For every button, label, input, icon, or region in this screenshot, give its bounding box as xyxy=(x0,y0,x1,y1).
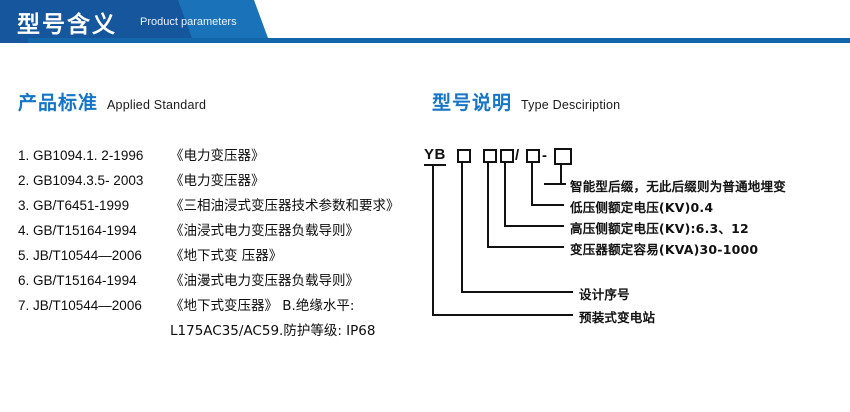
leader-hline-3 xyxy=(504,225,564,227)
banner-underline-rule xyxy=(0,38,850,43)
standard-name: 《电力变压器》 xyxy=(170,148,265,164)
symbol-box-1 xyxy=(457,149,471,163)
banner-dark-band xyxy=(0,0,192,38)
symbol-box-5 xyxy=(554,148,572,165)
type-description-heading-en: Type Desciription xyxy=(521,98,621,112)
leader-vline-1 xyxy=(560,163,562,185)
list-item: 1. GB1094.1. 2-1996 《电力变压器》 xyxy=(18,144,428,169)
leader-hline-1g xyxy=(560,183,562,185)
list-item: 4. GB/T15164-1994 《油浸式电力变压器负载导则》 xyxy=(18,219,428,244)
leader-hline-1b xyxy=(560,183,566,185)
leader-vline-2 xyxy=(531,163,533,206)
symbol-box-4 xyxy=(526,149,540,163)
annotation-lv-rated-voltage: 低压侧额定电压(KV)0.4 xyxy=(570,200,714,215)
annotation-substation-type: 预装式变电站 xyxy=(579,310,656,325)
page-header-banner: 型号含义 Product parameters xyxy=(0,0,850,48)
type-description-heading-cn: 型号说明 xyxy=(432,92,513,114)
standard-code: 3. GB/T6451-1999 xyxy=(18,198,130,213)
standard-code: 7. JB/T10544—2006 xyxy=(18,298,142,313)
list-item: 3. GB/T6451-1999 《三相油浸式变压器技术参数和要求》 xyxy=(18,194,428,219)
applied-standard-heading-en: Applied Standard xyxy=(107,98,207,112)
leader-vline-6 xyxy=(432,165,434,316)
type-code-diagram: YB / - 智能型后缀，无此后缀则为普通地埋变 低压侧额定电压(KV)0.4 … xyxy=(424,146,844,346)
symbol-slash: / xyxy=(515,147,520,164)
annotation-smart-suffix: 智能型后缀，无此后缀则为普通地埋变 xyxy=(570,179,786,194)
banner-title-en: Product parameters xyxy=(140,16,237,28)
list-item: 5. JB/T10544—2006 《地下式变 压器》 xyxy=(18,244,428,269)
standard-code: 5. JB/T10544—2006 xyxy=(18,248,142,263)
list-item: 2. GB1094.3.5- 2003 《电力变压器》 xyxy=(18,169,428,194)
annotation-rated-capacity: 变压器额定容易(KVA)30-1000 xyxy=(570,242,759,257)
standard-name: 《地下式变 压器》 xyxy=(170,248,283,264)
annotation-design-serial: 设计序号 xyxy=(579,287,630,302)
list-item: 6. GB/T15164-1994 《油漫式电力变压器负载导则》 xyxy=(18,269,428,294)
leader-hline-6 xyxy=(432,314,573,316)
list-item: 7. JB/T10544—2006 《地下式变压器》 B.绝缘水平: xyxy=(18,294,428,319)
banner-rule-notch xyxy=(0,38,28,43)
annotation-hv-rated-voltage: 高压侧额定电压(KV):6.3、12 xyxy=(570,221,749,236)
leader-hline-2 xyxy=(531,204,564,206)
symbol-box-2 xyxy=(483,149,497,163)
standard-continuation-line: L175AC35/AC59.防护等级: IP68 xyxy=(170,323,376,339)
leader-vline-3 xyxy=(504,163,506,227)
symbol-yb: YB xyxy=(424,146,446,166)
standard-name: 《三相油浸式变压器技术参数和要求》 xyxy=(170,198,400,214)
symbol-box-3 xyxy=(500,149,514,163)
standard-code: 1. GB1094.1. 2-1996 xyxy=(18,148,144,163)
leader-hline-5 xyxy=(461,291,573,293)
applied-standard-heading-cn: 产品标准 xyxy=(18,92,99,114)
type-description-heading: 型号说明 Type Desciription xyxy=(432,88,620,115)
standard-name: 《油漫式电力变压器负载导则》 xyxy=(170,273,359,289)
banner-title-cn: 型号含义 xyxy=(17,12,117,38)
standard-name: 《地下式变压器》 B.绝缘水平: xyxy=(170,298,355,314)
leader-hline-1a xyxy=(544,183,562,185)
leader-vline-4 xyxy=(487,163,489,248)
standard-code: 6. GB/T15164-1994 xyxy=(18,273,137,288)
standard-name: 《电力变压器》 xyxy=(170,173,265,189)
leader-hline-4 xyxy=(487,246,564,248)
standard-name: 《油浸式电力变压器负载导则》 xyxy=(170,223,359,239)
standard-code: 4. GB/T15164-1994 xyxy=(18,223,137,238)
applied-standard-heading: 产品标准 Applied Standard xyxy=(18,88,206,115)
standard-code: 2. GB1094.3.5- 2003 xyxy=(18,173,144,188)
symbol-dash: - xyxy=(542,147,547,164)
leader-vline-5 xyxy=(461,163,463,293)
standards-list: 1. GB1094.1. 2-1996 《电力变压器》 2. GB1094.3.… xyxy=(18,144,428,344)
